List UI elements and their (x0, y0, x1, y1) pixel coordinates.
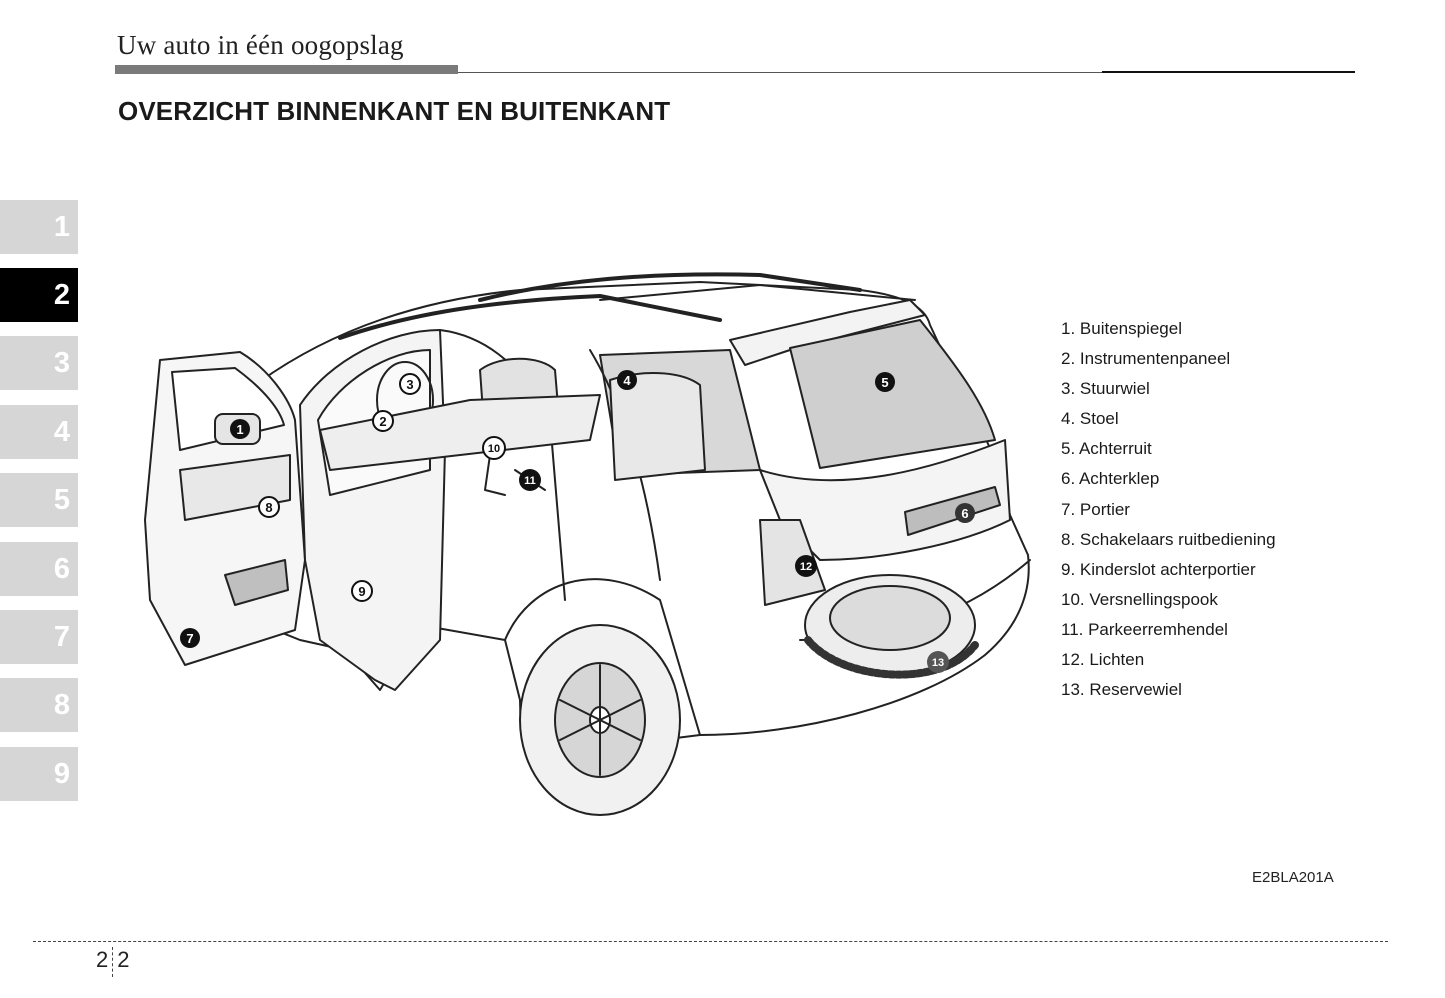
callouts: 1 2 3 4 5 6 7 8 9 10 11 12 13 (180, 370, 975, 673)
rear-window (789, 319, 996, 469)
legend-item: 9. Kinderslot achterportier (1061, 559, 1256, 579)
car-illustration: 1 2 3 4 5 6 7 8 9 10 11 12 13 (144, 272, 1031, 816)
callout-13: 13 (927, 651, 949, 673)
svg-text:12: 12 (800, 561, 812, 573)
component-legend: 1. Buitenspiegel 2. Instrumentenpaneel 3… (1061, 318, 1276, 709)
page-chapter: 2 (96, 947, 109, 972)
page-title: OVERZICHT BINNENKANT EN BUITENKANT (118, 96, 671, 126)
rear-spoiler (729, 299, 926, 366)
page-number: 2 2 (96, 945, 130, 977)
callout-4: 4 (617, 370, 637, 390)
page-separator (112, 947, 114, 977)
svg-text:11: 11 (524, 475, 536, 487)
figure-code: E2BLA201A (1252, 869, 1334, 886)
svg-text:7: 7 (186, 631, 193, 646)
legend-item: 3. Stuurwiel (1061, 379, 1150, 399)
svg-text:5: 5 (881, 375, 888, 390)
legend-item: 5. Achterruit (1061, 439, 1152, 459)
callout-10: 10 (482, 436, 506, 460)
legend-item: 4. Stoel (1061, 409, 1119, 429)
tailgate (759, 439, 1011, 561)
svg-text:13: 13 (932, 657, 944, 669)
rear-lamp (759, 519, 826, 606)
header-rule (458, 72, 1355, 73)
chapter-tab-7[interactable]: 7 (0, 610, 78, 664)
footer-rule (33, 941, 1388, 942)
header-rule-accent (1102, 71, 1355, 73)
chapter-tab-6[interactable]: 6 (0, 542, 78, 596)
svg-text:3: 3 (406, 377, 413, 392)
legend-item: 10. Versnellingspook (1061, 589, 1218, 609)
svg-text:1: 1 (236, 422, 243, 437)
legend-item: 7. Portier (1061, 499, 1130, 519)
chapter-tab-2[interactable]: 2 (0, 268, 78, 322)
callout-7: 7 (180, 628, 200, 648)
callout-1: 1 (230, 419, 250, 439)
roof-rail-right (478, 272, 862, 302)
dashboard (319, 394, 601, 471)
svg-text:8: 8 (265, 500, 272, 515)
legend-item: 6. Achterklep (1061, 469, 1160, 489)
legend-item: 8. Schakelaars ruitbediening (1061, 529, 1276, 549)
license-plate-garnish (904, 486, 1001, 536)
callout-6: 6 (955, 503, 975, 523)
chapter-tab-5[interactable]: 5 (0, 473, 78, 527)
door-pocket (224, 559, 289, 606)
callout-8: 8 (258, 496, 280, 518)
legend-item: 1. Buitenspiegel (1061, 319, 1182, 338)
svg-text:2: 2 (379, 414, 386, 429)
legend-item: 11. Parkeerremhendel (1061, 619, 1228, 639)
svg-text:4: 4 (623, 373, 631, 388)
wheel-arch (504, 578, 701, 736)
legend-item: 2. Instrumentenpaneel (1061, 349, 1231, 369)
callout-3: 3 (399, 373, 421, 395)
svg-text:10: 10 (488, 443, 500, 455)
gear-lever (484, 454, 506, 496)
header-bar (115, 65, 458, 74)
roof-rail-left (338, 294, 722, 340)
callout-9: 9 (351, 580, 373, 602)
callout-12: 12 (795, 555, 817, 577)
chapter-tab-9[interactable]: 9 (0, 747, 78, 801)
section-header: Uw auto in één oogopslag (117, 30, 404, 60)
legend-item: 13. Reservewiel (1061, 680, 1182, 700)
svg-text:9: 9 (358, 584, 365, 599)
legend-item: 12. Lichten (1061, 650, 1145, 670)
callout-5: 5 (875, 372, 895, 392)
chapter-tab-3[interactable]: 3 (0, 336, 78, 390)
chapter-tab-1[interactable]: 1 (0, 200, 78, 254)
page-index: 2 (117, 947, 130, 972)
chapter-tab-4[interactable]: 4 (0, 405, 78, 459)
svg-text:6: 6 (961, 506, 968, 521)
callout-11: 11 (519, 469, 541, 491)
chapter-tab-8[interactable]: 8 (0, 678, 78, 732)
callout-2: 2 (372, 410, 394, 432)
